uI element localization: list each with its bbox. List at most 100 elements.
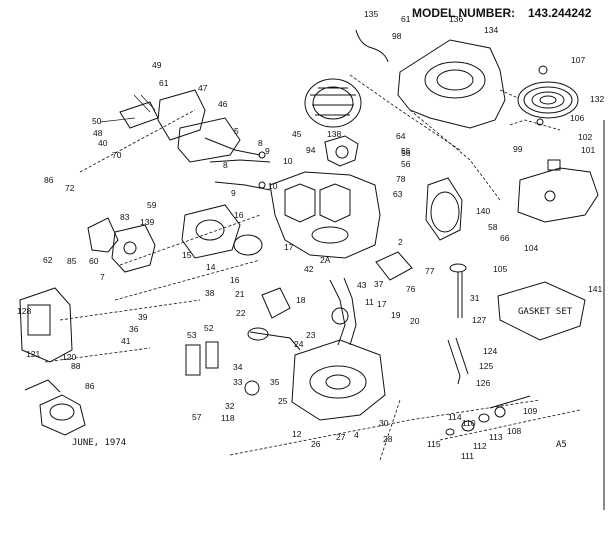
air-cleaner	[181, 204, 263, 259]
part-label-p5: 5	[234, 126, 239, 136]
part-label-p60: 60	[89, 256, 99, 266]
part-label-p120: 120	[62, 352, 76, 362]
model-number-value: 143.244242	[528, 6, 592, 20]
diagram-date: JUNE, 1974	[72, 438, 126, 448]
part-label-p21: 21	[235, 289, 245, 299]
part-label-p43: 43	[357, 280, 367, 290]
page-code: A5	[556, 440, 567, 450]
part-label-p118: 118	[221, 413, 235, 423]
part-label-p83: 83	[120, 212, 130, 222]
blower-housing	[397, 39, 506, 201]
part-label-p101: 101	[581, 145, 595, 155]
part-label-p8b: 8	[223, 160, 228, 170]
muffler	[517, 159, 599, 223]
part-label-p128: 128	[17, 306, 31, 316]
part-label-p52: 52	[204, 323, 214, 333]
crankcase-base	[291, 339, 386, 421]
part-label-p34: 34	[233, 362, 243, 372]
carburetor-body	[87, 217, 156, 273]
part-label-p11: 11	[365, 297, 374, 307]
ignition-module	[324, 135, 359, 167]
part-label-p64: 64	[396, 131, 406, 141]
part-label-p114: 114	[448, 412, 462, 422]
part-label-p99: 99	[513, 144, 523, 154]
valve-cover	[375, 251, 413, 281]
part-label-p19: 19	[391, 310, 401, 320]
part-label-p16a: 16	[234, 210, 244, 220]
gasket-set-label: GASKET SET	[518, 307, 573, 317]
part-label-p108: 108	[507, 426, 521, 436]
part-label-p139: 139	[140, 217, 154, 227]
part-label-p66: 66	[500, 233, 510, 243]
drive-shaft-parts	[445, 395, 531, 436]
part-label-p31: 31	[470, 293, 480, 303]
part-label-p16b: 16	[230, 275, 240, 285]
part-label-p4: 4	[354, 430, 359, 440]
part-label-p121: 121	[26, 349, 40, 359]
part-label-p22: 22	[236, 308, 246, 318]
part-label-p56a: 56	[401, 148, 411, 158]
part-label-p78: 78	[396, 174, 406, 184]
part-label-p88: 88	[71, 361, 81, 371]
part-label-p35: 35	[270, 377, 280, 387]
part-label-p25: 25	[278, 396, 288, 406]
part-label-p112: 112	[473, 441, 487, 451]
part-label-p2a: 2A	[320, 255, 331, 265]
part-label-p15: 15	[182, 250, 192, 260]
part-label-p115: 115	[427, 439, 441, 449]
fuel-line	[355, 29, 389, 63]
part-label-p39: 39	[138, 312, 148, 322]
fuel-tank	[19, 287, 73, 363]
part-label-p40: 40	[98, 138, 108, 148]
part-label-p58: 58	[488, 222, 498, 232]
part-label-p138: 138	[327, 129, 341, 139]
oil-fill-tube	[449, 263, 467, 318]
part-label-p135: 135	[364, 9, 378, 19]
crankshaft	[329, 277, 357, 346]
part-label-p70: 70	[112, 150, 122, 160]
part-label-p136: 136	[449, 14, 463, 24]
part-label-p53: 53	[187, 330, 197, 340]
part-label-p50: 50	[92, 116, 102, 126]
part-label-p12: 12	[292, 429, 302, 439]
part-label-p141: 141	[588, 284, 602, 294]
starter-drive	[425, 177, 463, 241]
part-label-p10a: 10	[283, 156, 293, 166]
model-number-label: MODEL NUMBER:	[412, 6, 515, 20]
part-label-p17b: 17	[377, 299, 387, 309]
part-label-p61a: 61	[401, 14, 411, 24]
part-label-p109: 109	[523, 406, 537, 416]
electric-starter	[24, 379, 86, 436]
part-label-p98: 98	[392, 31, 402, 41]
part-label-p32: 32	[225, 401, 235, 411]
part-label-p46: 46	[218, 99, 228, 109]
part-label-p124: 124	[483, 346, 497, 356]
part-label-p102: 102	[578, 132, 592, 142]
part-label-p30: 30	[379, 418, 389, 428]
part-label-p8a: 8	[258, 138, 263, 148]
valve-springs	[185, 341, 219, 376]
part-label-p55: 55	[401, 146, 411, 156]
part-label-p63: 63	[393, 189, 403, 199]
part-label-p48: 48	[93, 128, 103, 138]
part-label-p126: 126	[476, 378, 490, 388]
part-label-p105: 105	[493, 264, 507, 274]
dipstick-tube	[447, 337, 469, 385]
part-label-p14: 14	[206, 262, 216, 272]
part-label-p72: 72	[65, 183, 75, 193]
part-label-p85: 85	[67, 256, 77, 266]
part-label-p140: 140	[476, 206, 490, 216]
governor-linkage	[204, 137, 271, 191]
flywheel	[304, 74, 461, 151]
part-label-p45: 45	[292, 129, 302, 139]
part-label-p38: 38	[205, 288, 215, 298]
part-label-p76: 76	[406, 284, 416, 294]
part-label-p18: 18	[296, 295, 306, 305]
part-label-p36: 36	[129, 324, 139, 334]
part-label-p42: 42	[304, 264, 314, 274]
part-label-p7: 7	[100, 272, 105, 282]
piston-rod	[247, 287, 301, 351]
part-label-p57: 57	[192, 412, 202, 422]
part-label-p104: 104	[524, 243, 538, 253]
part-label-p2: 2	[398, 237, 403, 247]
